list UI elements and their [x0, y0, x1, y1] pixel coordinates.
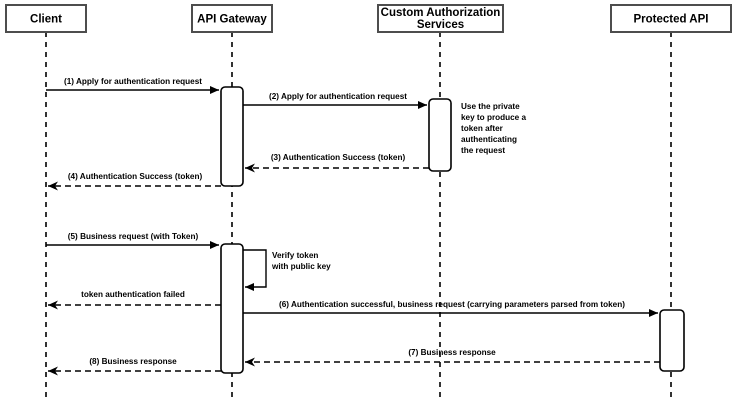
- participant-label-client: Client: [30, 14, 62, 26]
- participant-box-custom-authorization-services[interactable]: [377, 4, 504, 33]
- message-6[interactable]: (6) Authentication successful, business …: [243, 300, 658, 317]
- message-2-label: (2) Apply for authentication request: [269, 92, 407, 101]
- participant-box-protected-api[interactable]: [610, 4, 732, 33]
- activation-group: [220, 86, 685, 374]
- participant-protected-api[interactable]: Protected API: [610, 4, 732, 33]
- lifeline-group: [45, 32, 672, 399]
- self-call-verify-token-label-line1: Verify token: [272, 251, 318, 260]
- message-1[interactable]: (1) Apply for authentication request: [46, 77, 219, 94]
- activation-bar-custom-authorization-services: [428, 98, 452, 172]
- note-private-key-line-1: Use the private: [461, 102, 520, 111]
- activation-bar-protected-api: [659, 309, 685, 372]
- participant-label-protected-api: Protected API: [634, 14, 709, 26]
- participant-custom-authorization-services[interactable]: Custom Authorization Services: [377, 4, 504, 33]
- note-private-key: Use the private key to produce a token a…: [461, 102, 527, 155]
- message-token-authentication-failed[interactable]: token authentication failed: [48, 290, 221, 310]
- activation-bar-api-gateway-auth: [220, 86, 244, 187]
- message-token-authentication-failed-label: token authentication failed: [81, 290, 185, 299]
- participant-api-gateway[interactable]: API Gateway: [191, 4, 273, 33]
- activation-bar-api-gateway-business: [220, 243, 244, 374]
- message-4[interactable]: (4) Authentication Success (token): [48, 172, 221, 191]
- note-private-key-line-2: key to produce a: [461, 113, 527, 122]
- message-3-label: (3) Authentication Success (token): [271, 153, 406, 162]
- message-1-label: (1) Apply for authentication request: [64, 77, 202, 86]
- participant-label-custom-authorization-services-line2: Services: [417, 19, 464, 31]
- participant-label-custom-authorization-services-line1: Custom Authorization: [381, 7, 501, 19]
- self-call-verify-token-label-line2: with public key: [271, 262, 331, 271]
- participant-client[interactable]: Client: [5, 4, 87, 33]
- message-2[interactable]: (2) Apply for authentication request: [243, 92, 427, 109]
- message-3[interactable]: (3) Authentication Success (token): [245, 153, 429, 173]
- message-8[interactable]: (8) Business response: [48, 357, 221, 376]
- self-call-verify-token-path: [243, 249, 267, 291]
- note-private-key-line-3: token after: [461, 124, 504, 133]
- note-private-key-line-5: the request: [461, 146, 505, 155]
- self-call-verify-token[interactable]: Verify token with public key: [243, 249, 331, 291]
- message-4-label: (4) Authentication Success (token): [68, 172, 203, 181]
- message-7[interactable]: (7) Business response: [245, 348, 660, 367]
- message-8-label: (8) Business response: [89, 357, 177, 366]
- message-5-label: (5) Business request (with Token): [68, 232, 199, 241]
- participant-label-api-gateway: API Gateway: [197, 14, 267, 26]
- participant-box-api-gateway[interactable]: [191, 4, 273, 33]
- message-5[interactable]: (5) Business request (with Token): [46, 232, 219, 249]
- message-7-label: (7) Business response: [408, 348, 496, 357]
- participant-box-client[interactable]: [5, 4, 87, 33]
- note-private-key-line-4: authenticating: [461, 135, 517, 144]
- message-6-label: (6) Authentication successful, business …: [279, 300, 625, 309]
